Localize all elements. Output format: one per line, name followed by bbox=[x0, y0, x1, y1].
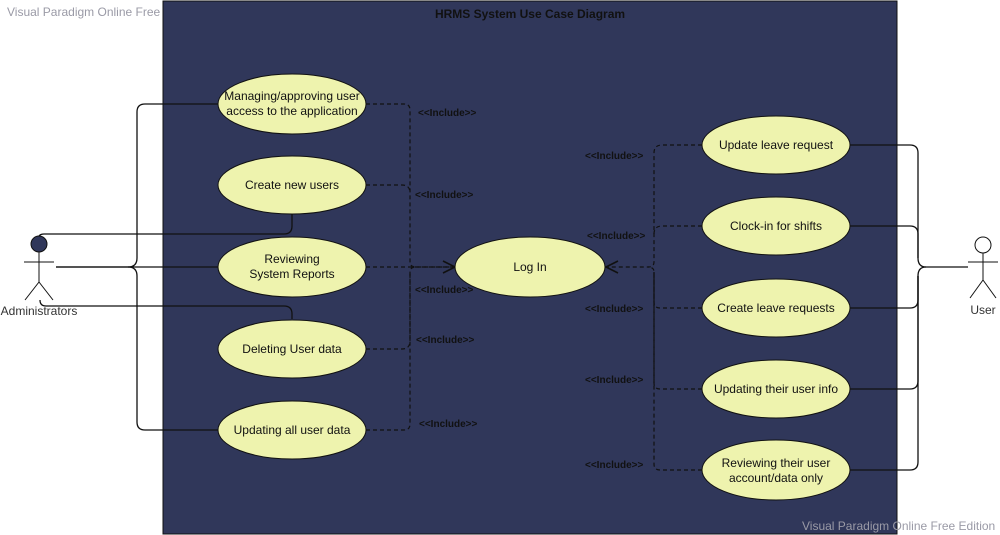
assoc-user-clockin bbox=[850, 225, 919, 258]
usecase-reviewing-reports[interactable]: Reviewing System Reports bbox=[217, 236, 367, 298]
include-label: <<Include>> bbox=[416, 335, 475, 346]
include-line-create bbox=[366, 184, 411, 194]
svg-text:account/data only: account/data only bbox=[729, 471, 823, 485]
usecase-updating-user-info[interactable]: Updating their user info bbox=[701, 359, 851, 419]
assoc-admin-delete bbox=[39, 299, 293, 319]
usecase-login[interactable]: Log In bbox=[454, 236, 606, 298]
actor-admin-label: Administrators bbox=[1, 304, 78, 318]
usecase-deleting-user-data[interactable]: Deleting User data bbox=[217, 319, 367, 379]
include-label: <<Include>> bbox=[585, 151, 644, 162]
include-label: <<Include>> bbox=[585, 304, 644, 315]
include-line-update bbox=[366, 266, 417, 431]
usecase-reviewing-account[interactable]: Reviewing their user account/data only bbox=[701, 439, 851, 501]
admin-associations bbox=[37, 103, 293, 431]
svg-text:Updating all user data: Updating all user data bbox=[234, 423, 351, 437]
right-include-lines bbox=[606, 144, 702, 471]
svg-text:Create new users: Create new users bbox=[245, 178, 339, 192]
usecase-update-leave-request[interactable]: Update leave request bbox=[701, 115, 851, 175]
include-line-update-info bbox=[653, 272, 702, 390]
usecase-create-new-users[interactable]: Create new users bbox=[217, 155, 367, 215]
include-line-review-account bbox=[647, 266, 702, 471]
svg-text:Managing/approving user: Managing/approving user bbox=[224, 89, 359, 103]
svg-text:Updating their user info: Updating their user info bbox=[714, 382, 838, 396]
include-labels: <<Include>> <<Include>> <<Include>> <<In… bbox=[415, 108, 646, 471]
actor-administrators[interactable] bbox=[24, 235, 54, 301]
svg-text:Create leave requests: Create leave requests bbox=[717, 301, 834, 315]
usecase-create-leave-requests[interactable]: Create leave requests bbox=[701, 278, 851, 338]
include-line-delete bbox=[366, 272, 411, 350]
svg-text:Reviewing: Reviewing bbox=[264, 252, 319, 266]
watermark-top: Visual Paradigm Online Free Edition bbox=[7, 5, 201, 19]
usecase-clock-in[interactable]: Clock-in for shifts bbox=[701, 196, 851, 256]
include-label: <<Include>> bbox=[415, 190, 474, 201]
usecase-login-label: Log In bbox=[513, 260, 546, 274]
include-label: <<Include>> bbox=[585, 375, 644, 386]
actor-user-label: User bbox=[970, 303, 995, 317]
usecase-managing-access[interactable]: Managing/approving user access to the ap… bbox=[217, 73, 367, 135]
actor-user-head-icon bbox=[974, 236, 992, 254]
include-line-update-leave bbox=[606, 144, 702, 268]
assoc-user-update-leave bbox=[850, 144, 968, 268]
watermark-bottom: Visual Paradigm Online Free Edition bbox=[802, 519, 996, 533]
actor-user[interactable] bbox=[968, 236, 998, 299]
include-label: <<Include>> bbox=[418, 108, 477, 119]
usecase-updating-all-user-data[interactable]: Updating all user data bbox=[217, 400, 367, 460]
diagram-title: HRMS System Use Case Diagram bbox=[435, 7, 625, 21]
svg-text:Deleting User data: Deleting User data bbox=[242, 342, 342, 356]
include-label: <<Include>> bbox=[585, 460, 644, 471]
actor-admin-head-icon bbox=[30, 235, 48, 253]
svg-text:access to the application: access to the application bbox=[226, 104, 357, 118]
svg-text:Clock-in for shifts: Clock-in for shifts bbox=[730, 219, 822, 233]
svg-text:Reviewing their user: Reviewing their user bbox=[722, 456, 831, 470]
assoc-admin-update bbox=[127, 266, 218, 431]
svg-text:System Reports: System Reports bbox=[249, 267, 334, 281]
include-line-clockin bbox=[653, 225, 702, 235]
svg-text:Update leave request: Update leave request bbox=[719, 138, 834, 152]
user-associations bbox=[850, 144, 968, 471]
assoc-user-review-account bbox=[850, 276, 919, 471]
include-label: <<Include>> bbox=[419, 419, 478, 430]
include-label: <<Include>> bbox=[587, 231, 646, 242]
arrowhead-right bbox=[604, 260, 619, 274]
include-label: <<Include>> bbox=[415, 285, 474, 296]
left-include-lines bbox=[366, 103, 455, 431]
